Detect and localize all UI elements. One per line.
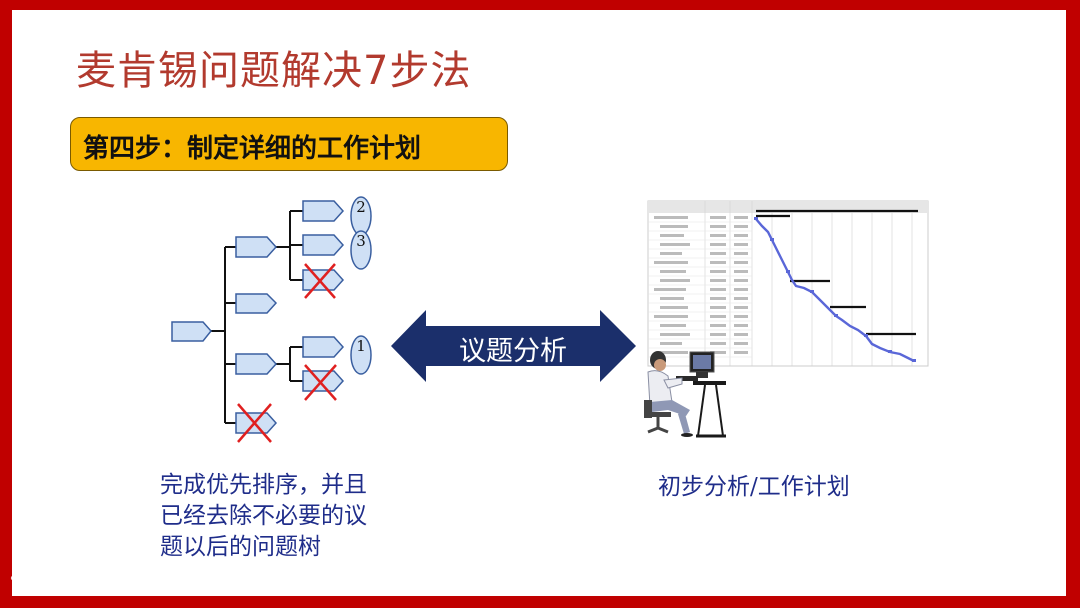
tree-node-level1-b: [235, 293, 278, 314]
priority-oval: [350, 230, 372, 270]
tree-caption: 完成优先排序，并且 已经去除不必要的议 题以后的问题树: [160, 470, 367, 563]
tree-caption-line: 完成优先排序，并且: [160, 472, 367, 498]
tree-caption-line: 已经去除不必要的议: [160, 503, 367, 529]
priority-number: 2: [356, 198, 366, 216]
tree-node-level1-a: [235, 236, 278, 258]
person-at-computer-icon: [644, 351, 726, 438]
priority-number: 1: [356, 337, 366, 355]
tree-node-level1-c: [235, 353, 278, 375]
step-label: 第四步：制定详细的工作计划: [83, 134, 422, 164]
watermark: ❀大数跨境: [10, 564, 104, 591]
tree-caption-line: 题以后的问题树: [160, 534, 321, 560]
plan-caption: 初步分析/工作计划: [658, 474, 850, 500]
step-banner: 第四步：制定详细的工作计划: [70, 117, 508, 171]
issue-tree-connectors: [210, 210, 303, 424]
arrow-label: 议题分析: [459, 336, 567, 367]
tree-node-level2-a: [302, 200, 345, 222]
priority-oval: [350, 335, 372, 375]
removed-cross-icon: [304, 263, 336, 299]
tree-node-level2-b: [302, 234, 345, 256]
removed-cross-icon: [304, 364, 337, 401]
tree-node-level2-d: [302, 336, 345, 358]
removed-cross-icon: [237, 403, 272, 443]
tree-node-level2-c: [302, 269, 345, 291]
tree-root-node: [171, 321, 212, 342]
paw-logo-icon: ❀: [10, 570, 25, 590]
watermark-text: 大数跨境: [28, 568, 105, 590]
priority-number: 3: [356, 232, 366, 250]
slide-title: 麦肯锡问题解决7步法: [76, 48, 472, 94]
gantt-chart-thumbnail: [647, 200, 929, 367]
double-arrow-icon: [391, 310, 636, 382]
